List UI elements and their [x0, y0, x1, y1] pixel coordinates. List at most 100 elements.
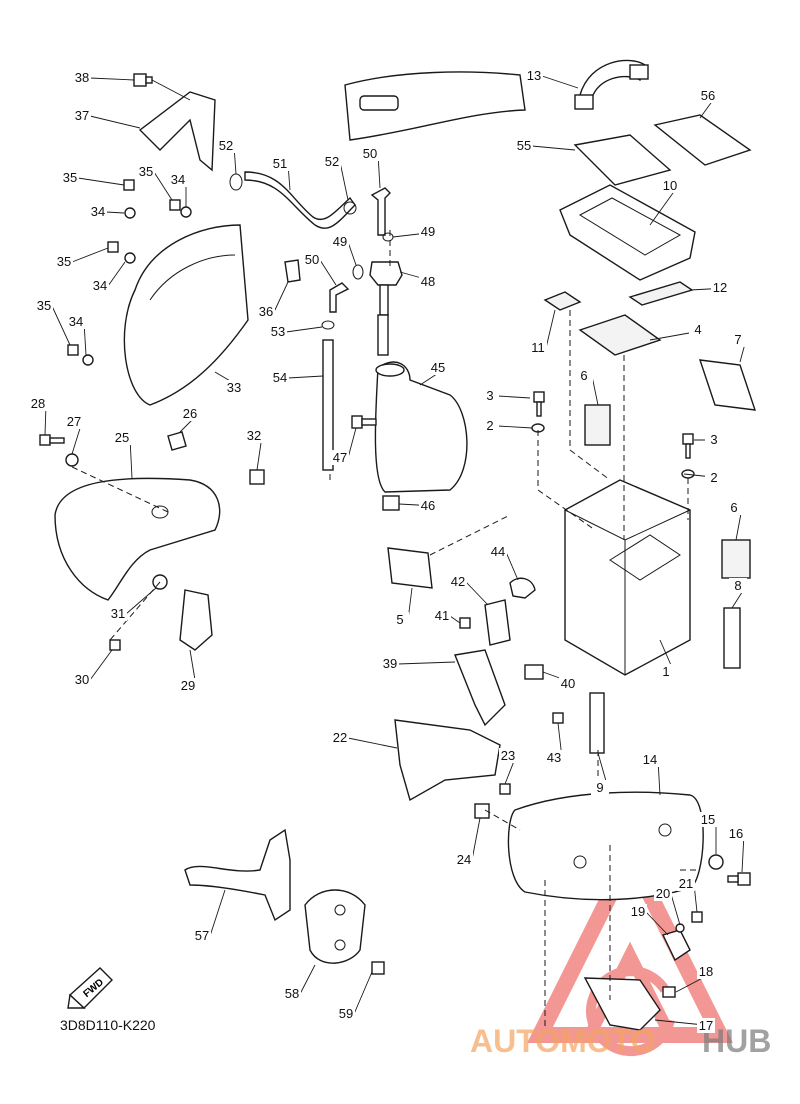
callout-bg-52 — [323, 154, 341, 169]
callout-bg-2 — [481, 418, 499, 433]
tank-45-icon — [374, 361, 468, 493]
callout-30: 30 — [75, 672, 89, 687]
callout-31: 31 — [111, 606, 125, 621]
callout-bg-35 — [55, 254, 73, 269]
callout-bg-34 — [91, 278, 109, 293]
leader-line-19 — [645, 911, 669, 936]
bolt-43-icon — [552, 712, 564, 724]
callout-17: 17 — [699, 1018, 713, 1033]
callout-bg-12 — [711, 280, 729, 295]
callout-12: 12 — [713, 280, 727, 295]
callout-28: 28 — [31, 396, 45, 411]
valve-48-icon — [369, 261, 403, 286]
grommet-32-icon — [249, 469, 265, 485]
callout-48: 48 — [421, 274, 435, 289]
callout-3: 3 — [486, 388, 493, 403]
callout-bg-35 — [61, 170, 79, 185]
leader-line-30 — [89, 649, 113, 681]
leader-line-36 — [273, 281, 289, 313]
pad-6b-icon — [721, 539, 751, 579]
block-40-icon — [524, 664, 544, 680]
leader-line-31 — [125, 587, 157, 615]
callout-55: 55 — [517, 138, 531, 153]
callout-4: 4 — [694, 322, 701, 337]
connector-36-icon — [284, 259, 301, 283]
bolt-35a-icon — [123, 179, 135, 191]
callout-36: 36 — [259, 304, 273, 319]
bolt-35d-icon — [67, 344, 79, 356]
pad-9-icon — [589, 692, 605, 754]
washer-34b-icon — [180, 206, 192, 218]
fwd-arrow-icon: FWD — [67, 967, 113, 1009]
callout-bg-48 — [419, 274, 437, 289]
pad-11-icon — [543, 291, 582, 311]
bolt-41-icon — [459, 617, 471, 629]
callout-43: 43 — [547, 750, 561, 765]
leader-line-44 — [505, 551, 519, 581]
bracket-29-icon — [179, 589, 213, 651]
diagram-code: 3D8D110-K220 — [60, 1017, 156, 1033]
callout-bg-56 — [699, 88, 717, 103]
callout-34: 34 — [93, 278, 107, 293]
leader-line-42 — [465, 581, 489, 606]
callout-bg-32 — [245, 428, 263, 443]
callout-bg-34 — [89, 204, 107, 219]
callout-35: 35 — [37, 298, 51, 313]
washer-34c-icon — [124, 252, 136, 264]
callout-3: 3 — [710, 432, 717, 447]
callout-bg-5 — [391, 612, 409, 627]
bolt-28-icon — [39, 434, 65, 446]
pad-6a-icon — [584, 404, 611, 446]
callout-45: 45 — [431, 360, 445, 375]
callout-2: 2 — [710, 470, 717, 485]
leader-line-24 — [471, 817, 481, 861]
leader-line-50 — [319, 259, 337, 286]
leader-line-47 — [347, 427, 357, 459]
callout-53: 53 — [271, 324, 285, 339]
washer-27-icon — [65, 453, 79, 467]
callout-26: 26 — [183, 406, 197, 421]
leader-line-22 — [347, 737, 398, 749]
block-26-icon — [167, 431, 187, 451]
cover-57-icon — [304, 889, 366, 964]
callout-bg-26 — [181, 406, 199, 421]
callout-bg-1 — [657, 664, 675, 679]
callout-46: 46 — [421, 498, 435, 513]
callout-bg-10 — [661, 178, 679, 193]
cover-33-icon — [123, 224, 249, 406]
bolt-38-icon — [133, 73, 153, 87]
callout-38: 38 — [75, 70, 89, 85]
callout-9: 9 — [596, 780, 603, 795]
leader-line-35 — [51, 305, 71, 346]
callout-bg-50 — [303, 252, 321, 267]
callout-bg-46 — [419, 498, 437, 513]
callout-51: 51 — [273, 156, 287, 171]
callout-bg-57 — [193, 928, 211, 943]
plate-59-icon — [344, 71, 526, 141]
cover-25-icon — [54, 477, 221, 601]
callout-29: 29 — [181, 678, 195, 693]
callout-44: 44 — [491, 544, 505, 559]
bracket-42-icon — [484, 599, 511, 646]
callout-bg-20 — [654, 886, 672, 901]
clip-49b-icon — [352, 264, 364, 280]
washer-34d-icon — [82, 354, 94, 366]
callout-16: 16 — [729, 826, 743, 841]
leader-line-57 — [209, 889, 226, 937]
pad-8-icon — [723, 607, 741, 669]
callout-32: 32 — [247, 428, 261, 443]
callout-bg-41 — [433, 608, 451, 623]
callout-8: 8 — [734, 578, 741, 593]
callout-33: 33 — [227, 380, 241, 395]
callout-6: 6 — [730, 500, 737, 515]
pad-5-icon — [387, 547, 433, 589]
leader-line-58 — [299, 964, 316, 995]
washer-15-icon — [708, 854, 724, 870]
callout-23: 23 — [501, 748, 515, 763]
callout-bg-42 — [449, 574, 467, 589]
leader-line-2 — [497, 425, 533, 429]
callout-bg-13 — [525, 68, 543, 83]
callout-bg-35 — [137, 164, 155, 179]
callout-5: 5 — [396, 612, 403, 627]
callout-bg-9 — [591, 780, 609, 795]
